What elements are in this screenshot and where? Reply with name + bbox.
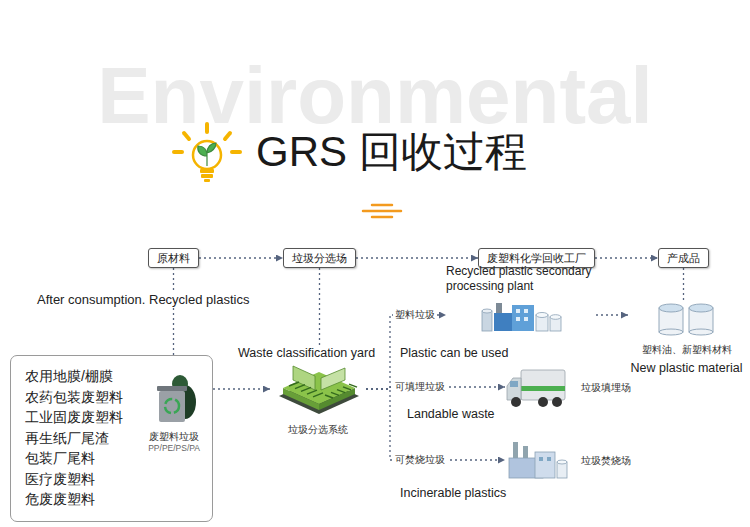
icon-caption: 垃圾填埋场 [581,381,631,394]
branch-label: 可填埋垃圾 [393,381,447,393]
dotted-connector [213,388,270,389]
garbage-bin-icon [151,372,197,424]
incinerator-icon [505,440,569,480]
bin-column: 废塑料垃圾PP/PE/PS/PA [148,366,200,511]
icon-holder [151,372,197,424]
annotation-text: After consumption. Recycled plastics [35,292,251,307]
icon-holder [656,300,718,336]
icon-node: 垃圾填埋场 [505,364,645,410]
storage-tanks-icon [656,300,718,336]
list-item: 农药包装废塑料 [25,387,123,408]
annotation-text: Waste classification yard [236,346,377,361]
icon-holder [275,362,361,416]
sorting-machine-icon [275,362,361,416]
dotted-connector [356,257,478,258]
list-item: 危废废塑料 [25,489,123,510]
list-item: 再生纸厂尾渣 [25,428,123,449]
icon-node: 塑料油、新塑料材料 New plastic material [628,300,745,376]
stage-box: 产成品 [658,248,709,268]
page-title: GRS 回收过程 [256,129,527,175]
dotted-connector [683,268,684,300]
icon-caption: 垃圾焚烧场 [581,454,631,467]
icon-caption: 塑料油、新塑料材料 [642,343,732,356]
dotted-connector [199,257,283,258]
annotation-text: Incinerable plastics [398,486,508,501]
icon-caption: 废塑料垃圾 [149,430,199,443]
recycling-plant-icon [478,297,564,333]
title-divider [363,205,401,217]
dotted-connector [366,389,505,460]
branch-label: 可焚烧垃圾 [393,454,447,466]
annotation-text: Plastic can be used [398,346,510,361]
list-item: 医疗废塑料 [25,469,123,490]
garbage-truck-icon [505,364,569,410]
dotted-connector [173,268,174,355]
branch-label: 塑料垃圾 [393,309,437,321]
list-column: 农用地膜/棚膜农药包装废塑料工业固废废塑料再生纸厂尾渣包装厂尾料医疗废塑料危废废… [25,366,123,511]
icon-caption: Recycled plastic secondary processing pl… [446,264,596,294]
stage-box: 原材料 [148,248,199,268]
caption-english: New plastic material [631,361,743,376]
stage-box: 垃圾分选场 [283,248,356,268]
icon-holder [478,297,564,333]
box-label: 原材料 [157,251,190,265]
icon-holder [505,440,569,480]
box-label: 废塑料化学回收工厂 [487,251,586,265]
dotted-connector [595,257,658,258]
watermark: Environmental [0,56,750,136]
icon-caption: 垃圾分选系统 [288,423,348,436]
icon-node: 垃圾焚烧场 [505,440,645,480]
icon-node: Recycled plastic secondary processing pl… [446,264,596,333]
dotted-connector [596,314,628,315]
source-list-box: 农用地膜/棚膜农药包装废塑料工业固废废塑料再生纸厂尾渣包装厂尾料医疗废塑料危废废… [10,355,213,522]
icon-node: 垃圾分选系统 [270,362,366,436]
annotation-text: Landable waste [405,407,497,422]
material-codes: PP/PE/PS/PA [148,443,200,454]
list-item: 工业固废废塑料 [25,407,123,428]
list-item: 农用地膜/棚膜 [25,366,123,387]
box-label: 垃圾分选场 [292,251,347,265]
box-label: 产成品 [667,251,700,265]
icon-holder [505,364,569,410]
list-item: 包装厂尾料 [25,448,123,469]
